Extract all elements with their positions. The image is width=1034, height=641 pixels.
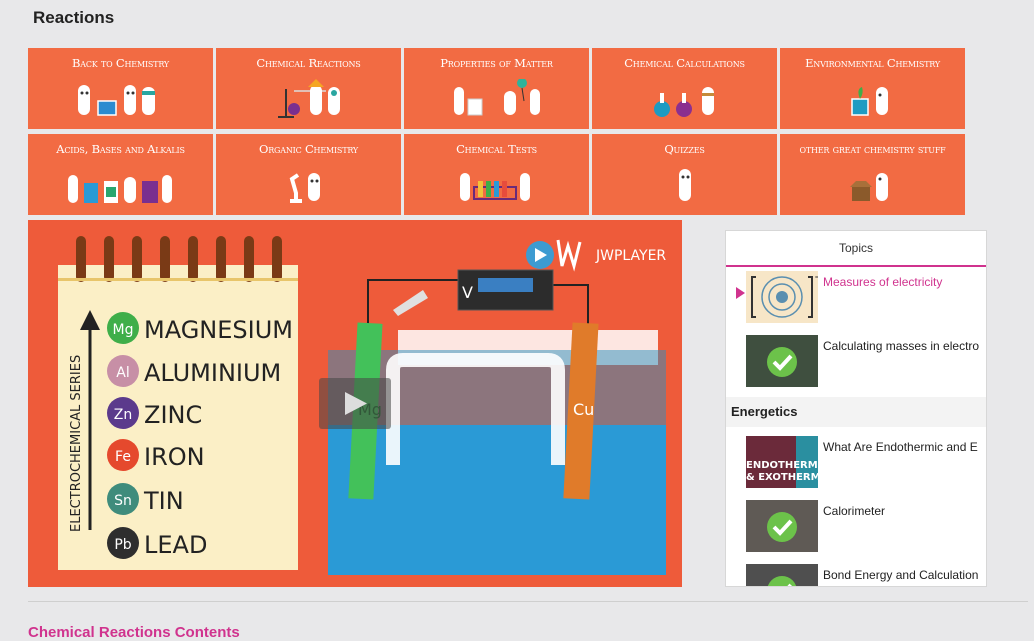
characters-beakers-illustration xyxy=(78,85,155,116)
svg-text:Pb: Pb xyxy=(114,537,131,553)
svg-text:ENDOTHERM: ENDOTHERM xyxy=(746,460,818,471)
svg-text:Zn: Zn xyxy=(114,407,132,423)
electrode-right-label: Cu xyxy=(573,400,594,419)
contents-link[interactable]: Chemical Reactions Contents xyxy=(28,624,240,641)
balloon-characters-illustration xyxy=(454,79,540,116)
tile-other-chemistry-stuff[interactable]: other great chemistry stuff xyxy=(780,134,965,215)
topic-title: Bond Energy and Calculation xyxy=(823,568,979,582)
svg-text:Sn: Sn xyxy=(114,493,132,509)
battery-circuit: V xyxy=(367,269,589,330)
tile-chemical-reactions[interactable]: Chemical Reactions xyxy=(216,48,401,129)
svg-text:Fe: Fe xyxy=(115,449,131,465)
atom-thumbnail: + xyxy=(746,271,818,323)
tile-label: Organic Chemistry xyxy=(259,142,358,156)
element-zn: Zn ZINC xyxy=(107,397,202,429)
check-icon xyxy=(772,519,793,536)
play-button[interactable] xyxy=(319,378,391,429)
svg-text:ZINC: ZINC xyxy=(144,401,202,429)
element-mg: Mg MAGNESIUM xyxy=(107,312,293,344)
topic-item[interactable]: ENDOTHERM & EXOTHERM What Are Endothermi… xyxy=(726,432,986,492)
svg-text:LEAD: LEAD xyxy=(144,531,207,559)
svg-text:+: + xyxy=(814,271,818,284)
tile-label: Quizzes xyxy=(664,142,705,156)
svg-text:IRON: IRON xyxy=(144,443,205,471)
tile-label: other great chemistry stuff xyxy=(799,142,946,156)
category-tiles: Back to Chemistry Chemical Reactions Pro… xyxy=(28,48,968,215)
section-heading-energetics: Energetics xyxy=(726,397,986,427)
tile-chemical-calculations[interactable]: Chemical Calculations xyxy=(592,48,777,129)
topic-item[interactable]: Calculating masses in electro xyxy=(726,331,986,391)
svg-text:MAGNESIUM: MAGNESIUM xyxy=(144,316,293,344)
element-sn: Sn TIN xyxy=(107,483,184,515)
tile-label: Properties of Matter xyxy=(440,56,553,70)
electrochemistry-video-frame: ELECTROCHEMICAL SERIES Mg MAGNESIUM Al A… xyxy=(58,236,666,575)
play-icon xyxy=(345,392,367,415)
topic-item[interactable]: Calorimeter xyxy=(726,496,986,556)
video-thumbnail xyxy=(746,335,818,387)
series-label: ELECTROCHEMICAL SERIES xyxy=(69,355,84,532)
check-icon xyxy=(772,354,793,371)
character-illustration xyxy=(679,169,691,201)
tile-label: Environmental Chemistry xyxy=(805,56,940,70)
plant-beaker-illustration xyxy=(851,87,888,116)
divider xyxy=(28,601,1028,602)
box-character-illustration xyxy=(850,173,888,201)
element-pb: Pb LEAD xyxy=(107,527,207,559)
video-thumbnail xyxy=(746,500,818,552)
tile-label: Chemical Tests xyxy=(456,142,537,156)
svg-text:Al: Al xyxy=(116,365,129,381)
tile-chemical-tests[interactable]: Chemical Tests xyxy=(404,134,589,215)
tile-environmental-chemistry[interactable]: Environmental Chemistry xyxy=(780,48,965,129)
svg-text:V: V xyxy=(462,283,473,302)
flasks-illustration xyxy=(654,87,714,117)
test-tubes-illustration xyxy=(460,173,530,201)
topics-header: Topics xyxy=(726,231,986,267)
element-al: Al ALUMINIUM xyxy=(107,355,281,387)
tile-quizzes[interactable]: Quizzes xyxy=(592,134,777,215)
acid-bottles-illustration xyxy=(68,175,172,203)
svg-text:Mg: Mg xyxy=(113,322,134,338)
active-arrow-icon xyxy=(736,287,745,299)
tile-label: Back to Chemistry xyxy=(72,56,169,70)
tile-acids-bases-alkalis[interactable]: Acids, Bases and Alkalis xyxy=(28,134,213,215)
microscope-illustration xyxy=(289,173,320,203)
video-player[interactable]: ELECTROCHEMICAL SERIES Mg MAGNESIUM Al A… xyxy=(28,220,682,587)
video-thumbnail xyxy=(746,564,818,586)
svg-text:JWPLAYER: JWPLAYER xyxy=(595,248,666,264)
topics-panel: Topics + Measures of electricity Calcula… xyxy=(725,230,987,587)
page-title: Reactions xyxy=(33,8,115,27)
topic-title: Measures of electricity xyxy=(823,275,943,289)
tile-label: Chemical Calculations xyxy=(624,56,745,70)
tile-organic-chemistry[interactable]: Organic Chemistry xyxy=(216,134,401,215)
topic-title: Calorimeter xyxy=(823,504,886,518)
svg-text:TIN: TIN xyxy=(143,487,184,515)
tile-back-to-chemistry[interactable]: Back to Chemistry xyxy=(28,48,213,129)
element-fe: Fe IRON xyxy=(107,439,205,471)
tile-properties-of-matter[interactable]: Properties of Matter xyxy=(404,48,589,129)
topic-title: Calculating masses in electro xyxy=(823,339,980,353)
topic-title: What Are Endothermic and E xyxy=(823,440,978,454)
tile-label: Acids, Bases and Alkalis xyxy=(56,142,185,156)
video-thumbnail: ENDOTHERM & EXOTHERM xyxy=(746,436,818,488)
topic-item[interactable]: + Measures of electricity xyxy=(726,267,986,327)
topic-item[interactable]: Bond Energy and Calculation xyxy=(726,560,986,586)
flask-experiment-illustration xyxy=(278,79,340,118)
svg-text:& EXOTHERM: & EXOTHERM xyxy=(746,472,818,483)
jwplayer-logo: JWPLAYER xyxy=(526,239,666,272)
svg-text:ALUMINIUM: ALUMINIUM xyxy=(144,359,281,387)
tile-label: Chemical Reactions xyxy=(256,56,361,70)
